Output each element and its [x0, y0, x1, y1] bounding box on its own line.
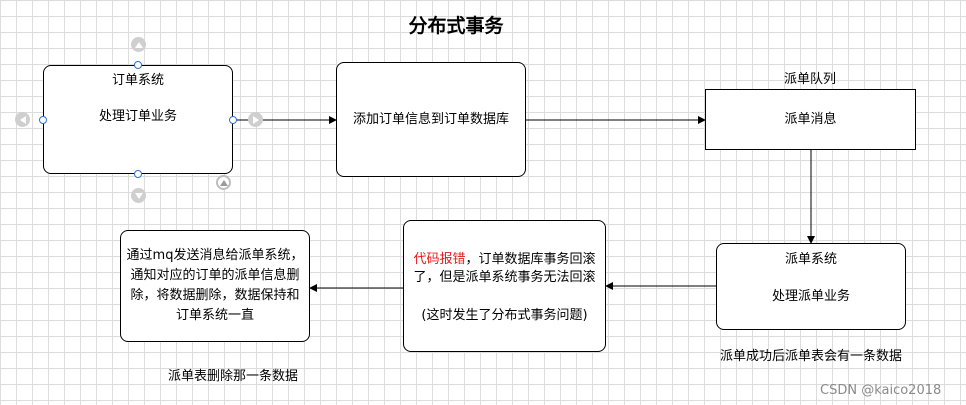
mq-line-2: 通知对应的订单的派单信息删: [130, 268, 300, 283]
dispatch-system-node[interactable]: 派单系统 处理派单业务: [716, 243, 906, 330]
error-line-3: (这时发生了分布式事务问题): [421, 308, 588, 323]
arrow-down-icon[interactable]: [131, 188, 146, 203]
dispatch-system-note: 派单成功后派单表会有一条数据: [719, 349, 902, 364]
order-system-title: 订单系统: [111, 73, 164, 88]
arrow-left-icon[interactable]: [15, 112, 30, 127]
order-system-node[interactable]: 订单系统 处理订单业务: [43, 65, 233, 174]
add-order-text: 添加订单信息到订单数据库: [352, 112, 509, 127]
error-line-1: 代码报错，订单数据库事务回滚: [404, 251, 605, 269]
dispatch-queue-caption: 派单队列: [783, 72, 836, 87]
diagram-title: 分布式事务: [408, 15, 504, 37]
mq-note: 派单表删除那一条数据: [167, 369, 298, 384]
dispatch-system-title: 派单系统: [784, 252, 837, 267]
watermark: CSDN @kaico2018: [820, 383, 942, 398]
error-line-2: 了，但是派单系统事务无法回滚: [413, 270, 596, 285]
mq-line-3: 除，将数据删除，数据保持和: [130, 288, 300, 303]
dispatch-queue-text: 派单消息: [784, 112, 837, 127]
mq-node[interactable]: 通过mq发送消息给派单系统， 通知对应的订单的派单信息删 除，将数据删除，数据保…: [120, 230, 310, 342]
error-node[interactable]: 代码报错，订单数据库事务回滚 了，但是派单系统事务无法回滚 (这时发生了分布式事…: [403, 220, 606, 352]
selection-handle-left[interactable]: [39, 116, 47, 124]
mq-line-1: 通过mq发送消息给派单系统，: [126, 248, 304, 263]
rotate-handle-icon[interactable]: [216, 175, 231, 190]
add-order-node[interactable]: 添加订单信息到订单数据库: [336, 62, 526, 177]
error-highlight: 代码报错: [413, 252, 466, 267]
order-system-body: 处理订单业务: [98, 109, 177, 124]
arrow-right-icon[interactable]: [248, 112, 263, 127]
error-line-1-rest: ，订单数据库事务回滚: [465, 252, 596, 267]
dispatch-system-body: 处理派单业务: [771, 289, 850, 304]
mq-line-4: 订单系统一直: [175, 308, 254, 323]
dispatch-queue-node[interactable]: 派单消息: [705, 89, 916, 150]
selection-handle-bottom[interactable]: [134, 170, 142, 178]
selection-handle-right[interactable]: [229, 116, 237, 124]
arrow-up-icon[interactable]: [131, 37, 146, 52]
selection-handle-top[interactable]: [134, 61, 142, 69]
